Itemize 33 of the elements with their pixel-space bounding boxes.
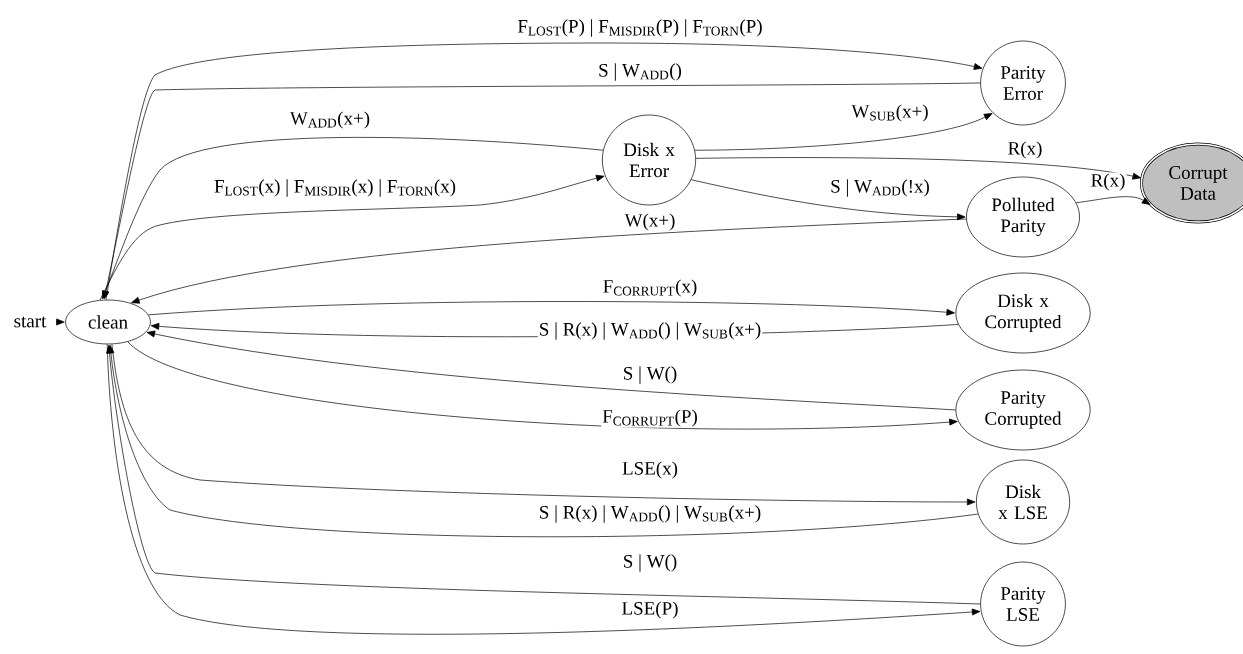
transition-arrow — [131, 218, 967, 304]
transition-arrow — [1075, 196, 1151, 205]
transition-arrow — [146, 330, 956, 411]
edge-label: W(x+) — [623, 212, 677, 232]
edge-label: S | W$_{ADD}$(!x) — [829, 178, 931, 198]
transition-arrow — [148, 301, 955, 316]
transition-arrow — [56, 318, 65, 326]
transition-arrow — [694, 113, 993, 151]
edge-label: F$_{LOST}$(P) | F$_{MISDIR}$(P) | F$_{TORN}$(P) — [516, 18, 764, 38]
transition-arrow — [99, 174, 605, 301]
edge-label: S | R(x) | W$_{ADD}$() | W$_{SUB}$(x+) — [537, 321, 763, 341]
edge-label: W$_{SUB}$(x+) — [850, 103, 930, 123]
transition-arrow — [102, 82, 981, 300]
edge-label: F$_{CORRUPT}$(x) — [601, 278, 699, 298]
edge-label: S | W$_{ADD}$() — [597, 62, 683, 82]
transition-arrow — [111, 343, 976, 506]
transition-arrow — [695, 157, 1141, 180]
edge-label: R(x) — [1006, 140, 1044, 160]
edge-label: LSE(P) — [620, 600, 680, 620]
edge-label: R(x) — [1089, 172, 1127, 192]
start-label: start — [14, 316, 47, 328]
edge-label: S | R(x) | W$_{ADD}$() | W$_{SUB}$(x+) — [537, 504, 763, 524]
edge-label: W$_{ADD}$(x+) — [288, 110, 372, 130]
transition-arrow — [107, 344, 979, 538]
edge-label: S | W() — [621, 553, 679, 573]
transition-arrow — [127, 341, 958, 430]
edge-label: F$_{LOST}$(x) | F$_{MISDIR}$(x) | F$_{TORN}$(x) — [213, 178, 458, 198]
transition-arrow — [102, 137, 604, 300]
transition-arrow — [105, 42, 983, 301]
edge-label: F$_{CORRUPT}$(P) — [601, 408, 699, 428]
edge-label: LSE(x) — [621, 460, 679, 480]
edge-label: S | W() — [621, 365, 679, 385]
transition-arrow — [691, 179, 966, 221]
